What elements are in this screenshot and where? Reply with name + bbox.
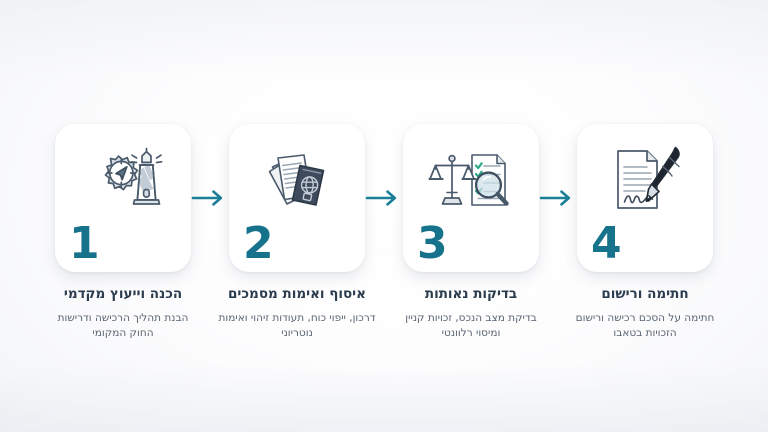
step-caption-4: חתימה ורישום חתימה על הסכם רכישה ורישום … [576, 286, 715, 341]
scales-checklist-magnifier-icon [403, 140, 539, 222]
step-description-3: בדיקת מצב הנכס, זכויות קניין ומיסוי רלוו… [405, 312, 537, 339]
step-caption-3: בדיקות נאותות בדיקת מצב הנכס, זכויות קני… [403, 286, 539, 341]
captions-row: הכנה וייעוץ מקדמי הבנת תהליך הרכישה ודרי… [0, 286, 768, 396]
step-number-3: 3 [417, 218, 448, 269]
signed-document-pen-icon [577, 140, 713, 222]
step-caption-1: הכנה וייעוץ מקדמי הבנת תהליך הרכישה ודרי… [55, 286, 191, 341]
step-number-4: 4 [591, 218, 622, 269]
step-title-1: הכנה וייעוץ מקדמי [63, 286, 183, 302]
step-number-2: 2 [243, 218, 274, 269]
step-card-2[interactable]: 2 [229, 124, 365, 272]
steps-row: 1 [0, 124, 768, 274]
arrow-step-3-to-4 [539, 124, 577, 272]
step-number-1: 1 [69, 218, 100, 269]
step-description-2: דרכון, ייפוי כוח, תעודות זיהוי ואימות נו… [218, 312, 376, 339]
step-title-2: איסוף ואימות מסמכים [228, 286, 366, 302]
step-title-3: בדיקות נאותות [424, 286, 518, 302]
step-description-4: חתימה על הסכם רכישה ורישום הזכויות בטאבו [575, 312, 715, 339]
step-title-4: חתימה ורישום [601, 286, 689, 302]
arrow-step-2-to-3 [365, 124, 403, 272]
arrow-step-1-to-2 [191, 124, 229, 272]
documents-passport-icon [229, 140, 365, 222]
step-caption-2: איסוף ואימות מסמכים דרכון, ייפוי כוח, תע… [218, 286, 375, 341]
step-card-3[interactable]: 3 [403, 124, 539, 272]
gear-compass-lighthouse-icon [55, 140, 191, 222]
step-card-4[interactable]: 4 [577, 124, 713, 272]
step-description-1: הבנת תהליך הרכישה ודרישות החוק המקומי [57, 312, 189, 339]
step-card-1[interactable]: 1 [55, 124, 191, 272]
